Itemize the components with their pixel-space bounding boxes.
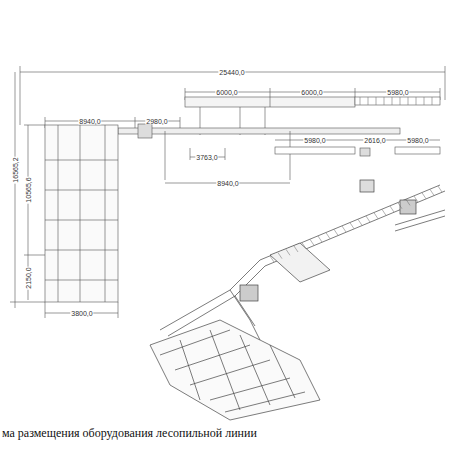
dimension-label: 8940,0 [78,118,101,125]
dimension-label: 6000,0 [300,89,323,96]
dimension-label: 10565,6 [25,176,32,203]
dimension-label: 2150,0 [25,266,32,289]
dimension-label: 3763,0 [195,154,218,161]
dimension-label: 5980,0 [386,89,409,96]
figure-caption: ма размещения оборудования лесопильной л… [2,426,257,441]
dimension-label: 2980,0 [145,118,168,125]
dimension-label: 3800,0 [70,310,93,317]
dimension-label: 16565,2 [12,156,19,183]
dimension-label: 8940,0 [216,180,239,187]
dimension-label: 25440,0 [218,69,245,76]
dimension-label: 5980,0 [406,137,429,144]
dimension-label: 6000,0 [215,89,238,96]
dimension-label: 2616,0 [363,137,386,144]
dimension-label: 5980,0 [303,137,326,144]
